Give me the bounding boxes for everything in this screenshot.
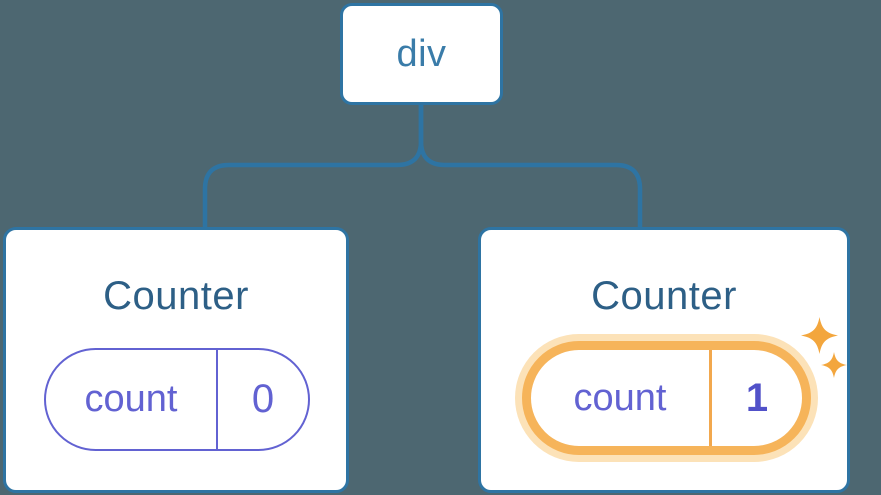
counter-card-title: Counter [591,274,737,318]
root-node-div: div [340,3,503,105]
sparkle-icon [801,317,838,354]
connector-left-branch [202,105,424,227]
state-pill-count-1-highlighted: count 1 [522,341,811,455]
counter-card-right: Counter count 1 [478,227,850,493]
counter-card-title: Counter [103,274,249,318]
connector-right-branch [418,105,643,227]
root-node-label: div [396,32,447,75]
state-value: 0 [216,350,308,449]
counter-card-left: Counter count 0 [3,227,349,493]
state-key-label: count [573,376,667,419]
state-value: 1 [709,350,802,446]
sparkle-icon [821,352,847,378]
state-key-label: count [84,378,178,420]
state-pill-count-0: count 0 [44,348,310,451]
